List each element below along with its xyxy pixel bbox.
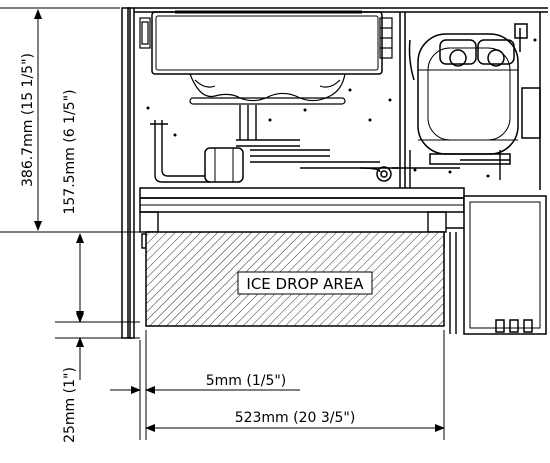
electrical-box	[463, 195, 547, 335]
total-height-label: 386.7mm (15 1/5")	[20, 53, 36, 187]
side-gap-label: 5mm (1/5")	[206, 373, 287, 389]
dimension-extension-lines	[0, 7, 445, 440]
bottom-gap-label: 25mm (1")	[62, 367, 78, 443]
evaporator-coils	[189, 73, 346, 105]
left-fittings	[139, 17, 393, 59]
evaporator-unit	[151, 10, 383, 75]
upper-height-label: 157.5mm (6 1/5")	[62, 89, 78, 214]
screw-dots	[146, 38, 537, 178]
ice-drop-label-box	[237, 271, 373, 295]
ice-drop-area-label: ICE DROP AREA	[246, 275, 364, 293]
compressor	[408, 23, 541, 165]
refrigerant-piping	[150, 105, 510, 188]
filter-drier	[204, 147, 392, 183]
drop-width-label: 523mm (20 3/5")	[235, 410, 356, 426]
ice-chute-rails	[139, 211, 464, 334]
